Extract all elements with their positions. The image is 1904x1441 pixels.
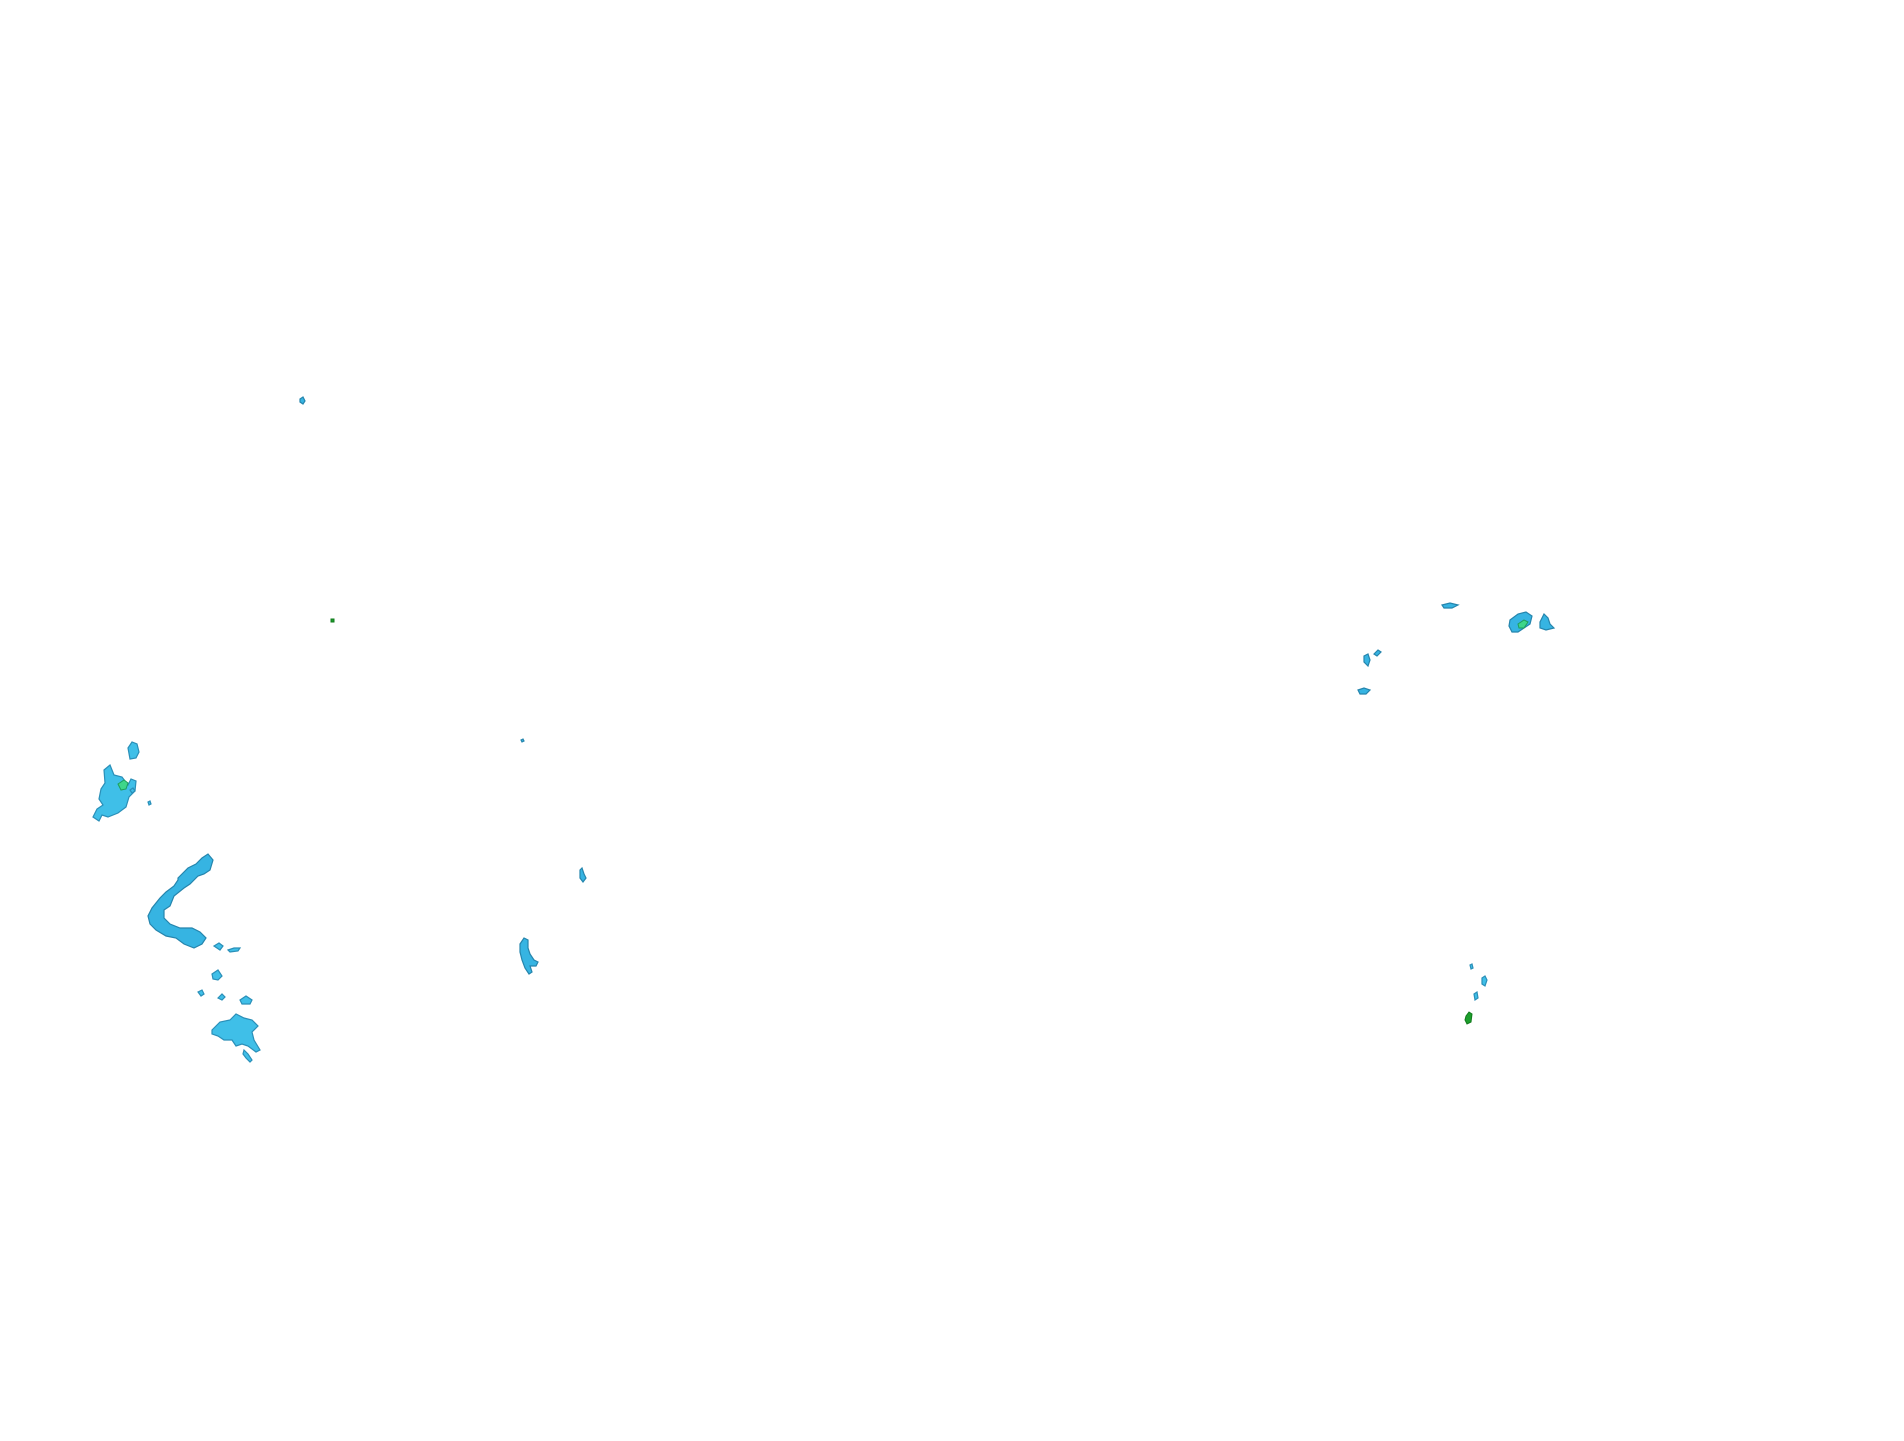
echo-cell-se-3 [1473, 990, 1479, 1002]
echo-cell-ne-2-core [1517, 619, 1529, 629]
echo-cell-se-core [1464, 1011, 1473, 1025]
echo-cell-green-speck [330, 618, 335, 623]
echo-cell-west-green [117, 779, 129, 791]
echo-cluster-west-2 [92, 764, 137, 822]
echo-cell-ne-5 [1357, 687, 1372, 695]
echo-cell-sw-2 [197, 989, 205, 997]
echo-cluster-west-1 [127, 741, 140, 760]
echo-cell-west-4 [147, 800, 152, 806]
echo-cell-ne-3 [1539, 612, 1556, 631]
echo-cell-nw-speck [299, 396, 306, 405]
echo-cell-ne-1 [1441, 602, 1460, 609]
echo-cell-center-1 [520, 738, 525, 743]
echo-cell-center-3 [519, 937, 539, 975]
echo-cell-sw-1 [211, 969, 223, 981]
echo-cell-ne-4 [1363, 649, 1382, 668]
echo-cell-center-2 [579, 866, 587, 883]
echo-arc-cluster [147, 853, 214, 949]
echo-cluster-sw-main [211, 1013, 261, 1053]
echo-arc-tail [212, 942, 242, 953]
echo-cluster-sw-tail [242, 1048, 253, 1063]
echo-cell-sw-3 [216, 993, 226, 1001]
echo-cell-west-3 [129, 787, 136, 794]
echo-cell-se-2 [1481, 975, 1488, 987]
echo-cell-se-1 [1469, 963, 1474, 970]
echo-cell-sw-4 [239, 995, 253, 1005]
